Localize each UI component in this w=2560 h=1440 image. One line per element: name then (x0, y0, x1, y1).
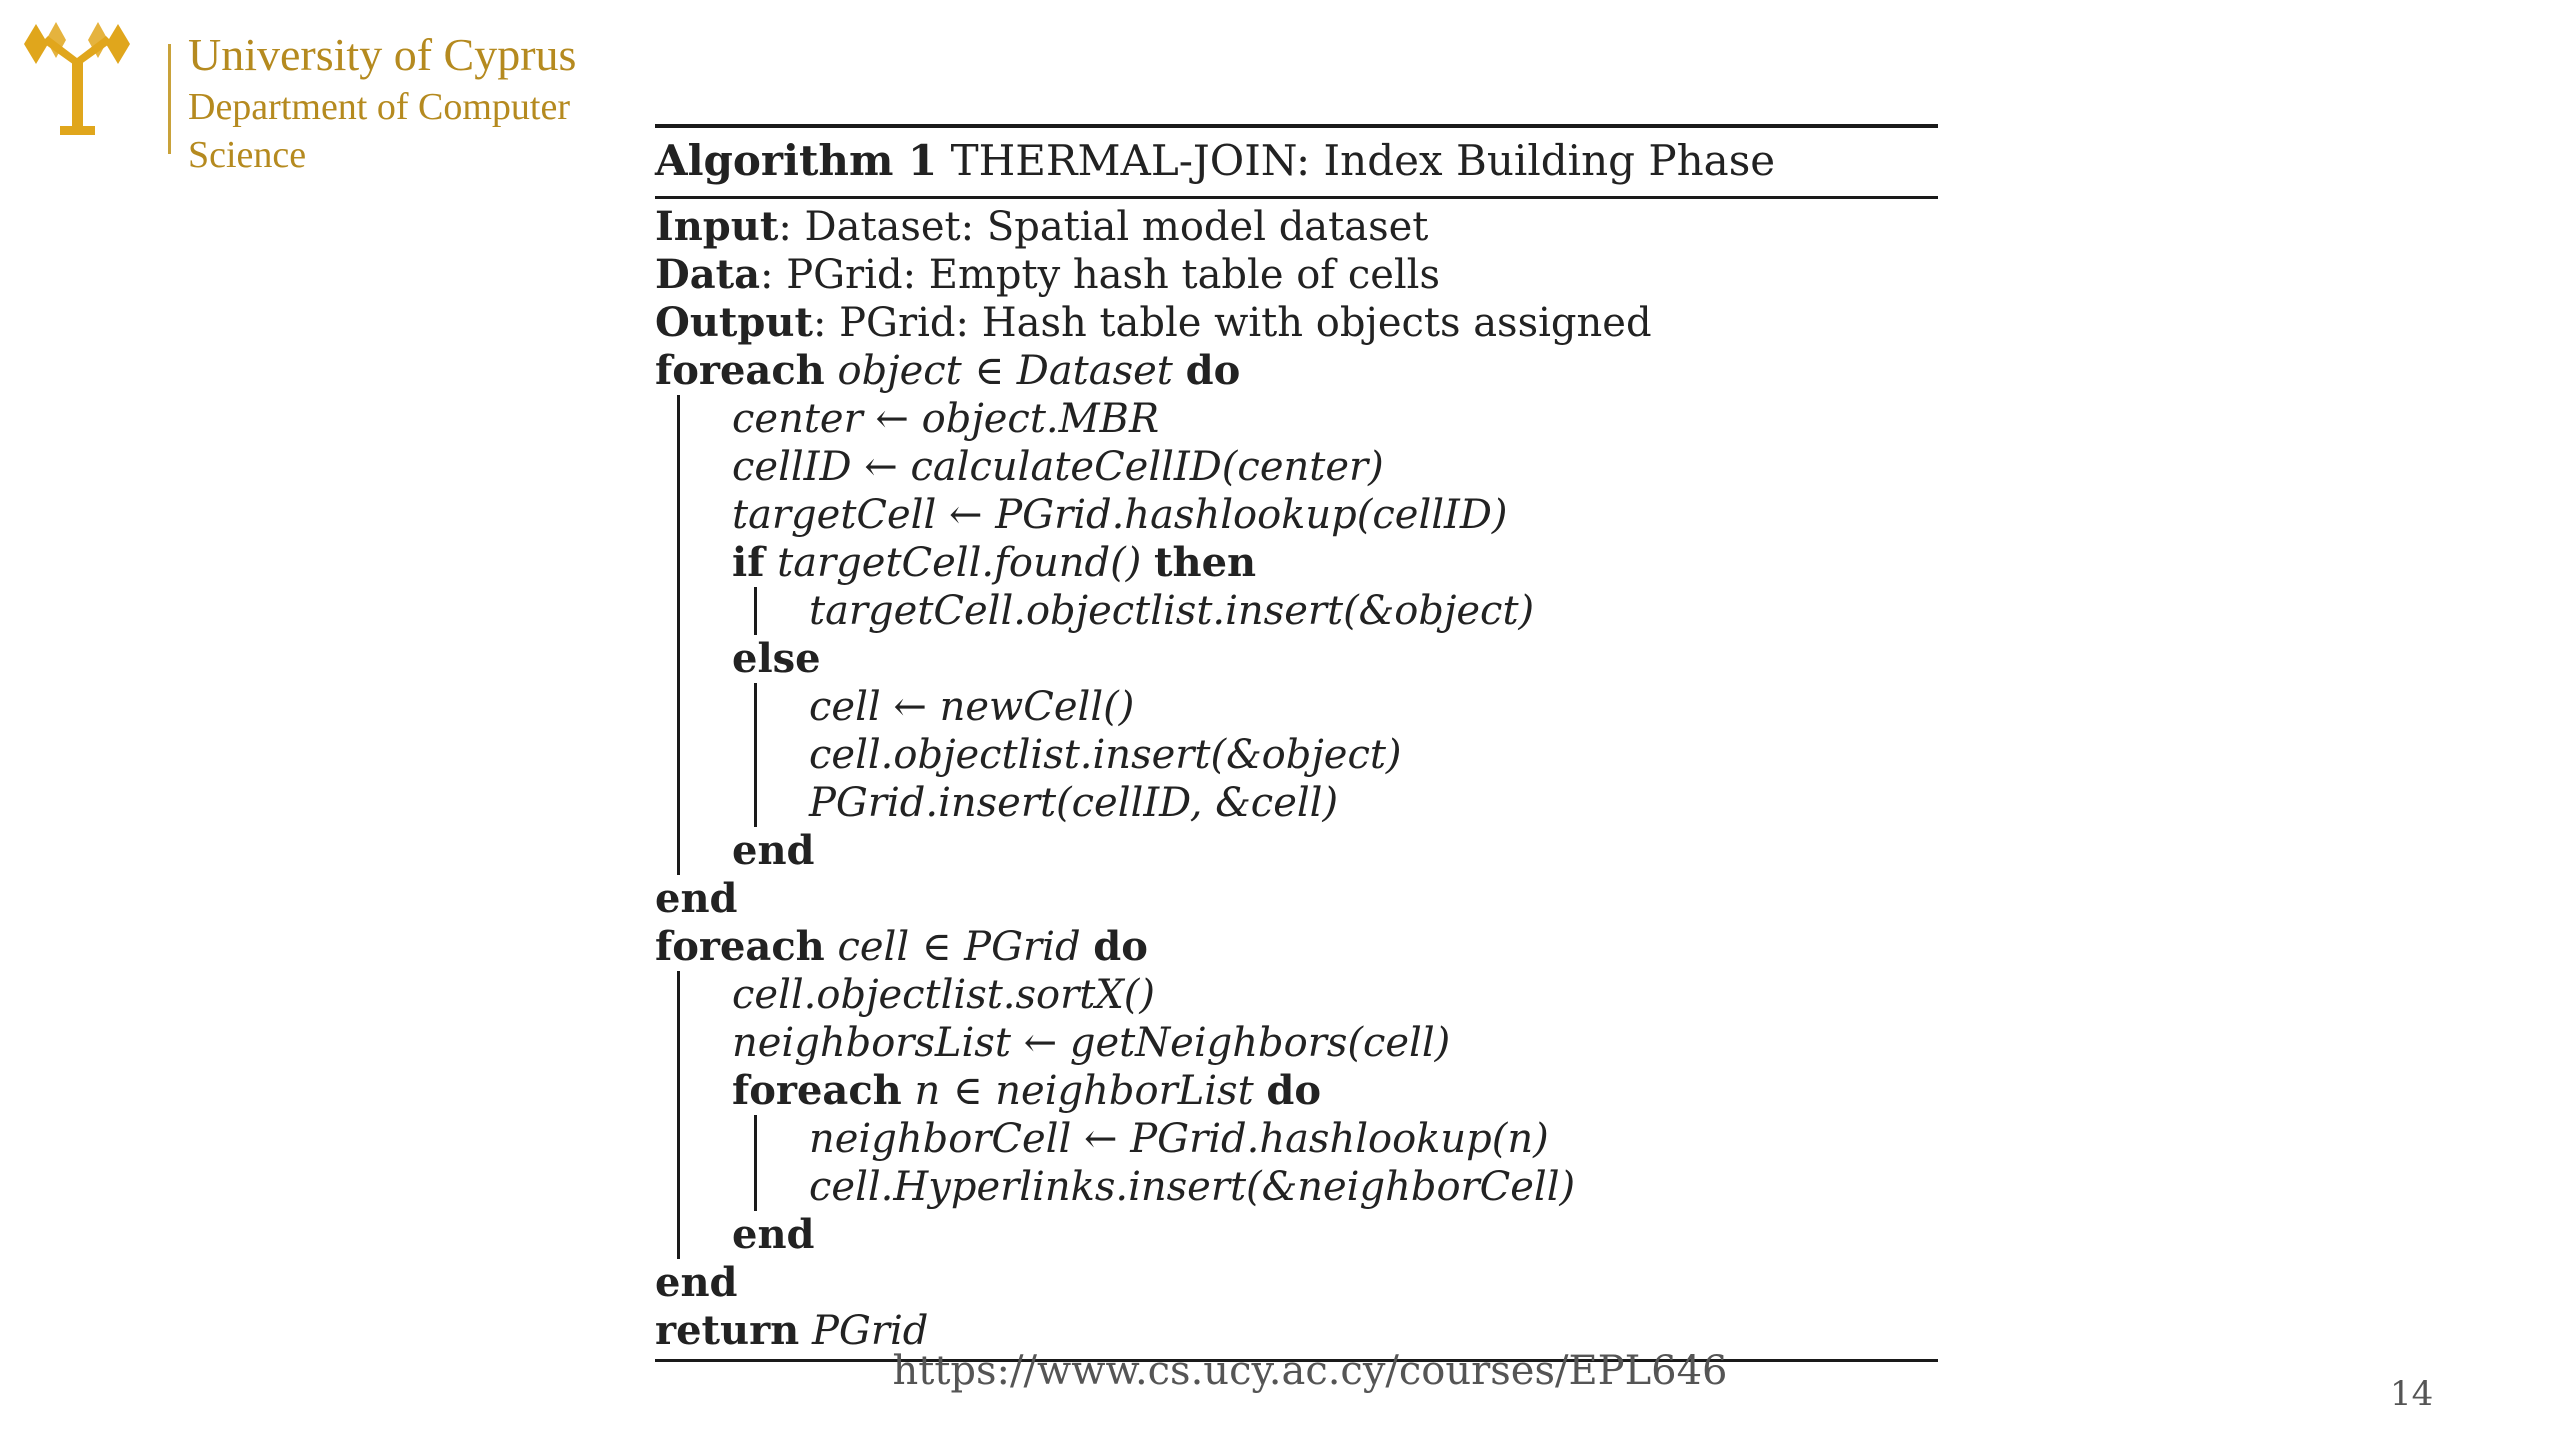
code-text: cell ← newCell() (809, 684, 1135, 730)
tree-emblem-icon (24, 22, 130, 135)
code-text: neighborCell ← PGrid.hashlookup(n) (809, 1116, 1549, 1162)
code-line: cell.objectlist.sortX() (732, 971, 1938, 1019)
end-line: end (655, 1259, 1938, 1307)
do-keyword: do (1093, 923, 1148, 970)
loop-expression: n ∈ neighborList (914, 1068, 1254, 1114)
logo-department-line2: Science (188, 134, 307, 176)
footer-url: https://www.cs.ucy.ac.cy/courses/EPL646 (892, 1348, 1728, 1394)
code-line: PGrid.insert(cellID, &cell) (809, 779, 1938, 827)
logo-department-line: Department of Computer (188, 86, 571, 128)
end-keyword: end (732, 1211, 815, 1258)
output-line: Output: PGrid: Hash table with objects a… (655, 299, 1938, 347)
return-keyword: return (655, 1307, 800, 1354)
end-line: end (732, 827, 1938, 875)
input-line: Input: Dataset: Spatial model dataset (655, 203, 1938, 251)
code-line: targetCell ← PGrid.hashlookup(cellID) (732, 491, 1938, 539)
end-line: end (655, 875, 1938, 923)
if-line: if targetCell.found() then (732, 539, 1938, 587)
foreach-keyword: foreach (655, 347, 825, 394)
input-keyword: Input (655, 203, 779, 250)
bottom-rule (655, 1359, 1938, 1362)
output-text: : PGrid: Hash table with objects assigne… (812, 300, 1652, 346)
algorithm-label: Algorithm 1 (655, 136, 938, 185)
foreach-cell-line: foreach cell ∈ PGrid do (655, 923, 1938, 971)
data-line: Data: PGrid: Empty hash table of cells (655, 251, 1938, 299)
code-text: targetCell ← PGrid.hashlookup(cellID) (732, 492, 1508, 538)
foreach-keyword: foreach (655, 923, 825, 970)
logo-divider (168, 44, 171, 154)
code-line: cell ← newCell() (809, 683, 1938, 731)
if-condition: targetCell.found() (777, 540, 1142, 586)
data-text: : PGrid: Empty hash table of cells (760, 252, 1440, 298)
code-line: cell.objectlist.insert(&object) (809, 731, 1938, 779)
code-line: cell.Hyperlinks.insert(&neighborCell) (809, 1163, 1938, 1211)
code-text: cellID ← calculateCellID(center) (732, 444, 1384, 490)
loop-expression: object ∈ Dataset (837, 348, 1173, 394)
end-keyword: end (655, 1259, 738, 1306)
code-line: targetCell.objectlist.insert(&object) (809, 587, 1938, 635)
foreach-cell-block: cell.objectlist.sortX() neighborsList ← … (677, 971, 1938, 1259)
code-line: neighborCell ← PGrid.hashlookup(n) (809, 1115, 1938, 1163)
foreach-object-line: foreach object ∈ Dataset do (655, 347, 1938, 395)
foreach-keyword: foreach (732, 1067, 902, 1114)
top-rule (655, 124, 1938, 128)
foreach-object-block: center ← object.MBR cellID ← calculateCe… (677, 395, 1938, 875)
middle-rule (655, 196, 1938, 199)
algorithm-body: Input: Dataset: Spatial model dataset Da… (655, 199, 1938, 1355)
code-text: cell.objectlist.insert(&object) (809, 732, 1402, 778)
code-text: center ← object.MBR (732, 396, 1160, 442)
code-text: cell.Hyperlinks.insert(&neighborCell) (809, 1164, 1576, 1210)
return-line: return PGrid (655, 1307, 1938, 1355)
return-expression: PGrid (811, 1308, 929, 1354)
then-keyword: then (1154, 539, 1257, 586)
code-text: PGrid.insert(cellID, &cell) (809, 780, 1339, 826)
if-keyword: if (732, 539, 765, 586)
algorithm-box: Algorithm 1 THERMAL-JOIN: Index Building… (655, 124, 1938, 1362)
input-text: : Dataset: Spatial model dataset (778, 204, 1429, 250)
university-logo: University of Cyprus Department of Compu… (22, 22, 582, 182)
algorithm-name: THERMAL-JOIN: Index Building Phase (950, 136, 1776, 185)
then-block: targetCell.objectlist.insert(&object) (754, 587, 1938, 635)
output-keyword: Output (655, 299, 813, 346)
end-keyword: end (655, 875, 738, 922)
else-keyword: else (732, 635, 821, 682)
data-keyword: Data (655, 251, 760, 298)
code-line: cellID ← calculateCellID(center) (732, 443, 1938, 491)
else-line: else (732, 635, 1938, 683)
code-line: center ← object.MBR (732, 395, 1938, 443)
algorithm-title: Algorithm 1 THERMAL-JOIN: Index Building… (655, 132, 1938, 190)
code-line: neighborsList ← getNeighbors(cell) (732, 1019, 1938, 1067)
end-keyword: end (732, 827, 815, 874)
foreach-neighbor-block: neighborCell ← PGrid.hashlookup(n) cell.… (754, 1115, 1938, 1211)
do-keyword: do (1185, 347, 1241, 394)
do-keyword: do (1266, 1067, 1322, 1114)
foreach-neighbor-line: foreach n ∈ neighborList do (732, 1067, 1938, 1115)
logo-university-name: University of Cyprus (188, 29, 577, 80)
page-number: 14 (2390, 1374, 2434, 1414)
code-text: cell.objectlist.sortX() (732, 972, 1156, 1018)
code-text: targetCell.objectlist.insert(&object) (809, 588, 1535, 634)
loop-expression: cell ∈ PGrid (837, 924, 1081, 970)
code-text: neighborsList ← getNeighbors(cell) (732, 1020, 1451, 1066)
else-block: cell ← newCell() cell.objectlist.insert(… (754, 683, 1938, 827)
end-line: end (732, 1211, 1938, 1259)
logo-text: University of Cyprus Department of Compu… (188, 28, 576, 178)
